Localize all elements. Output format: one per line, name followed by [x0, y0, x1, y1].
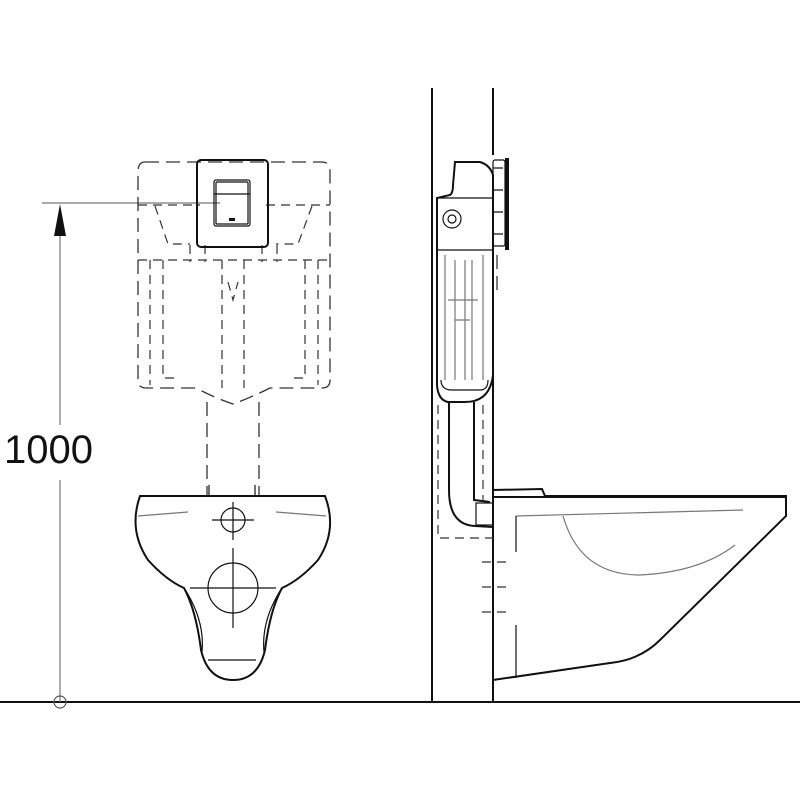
front-wc-bowl [134, 485, 332, 682]
front-concealed-cistern [137, 161, 331, 495]
dimension-label-1000: 1000 [4, 428, 93, 472]
flush-plate [196, 159, 269, 248]
arrowhead-icon [54, 204, 66, 236]
datum-circle-icon [53, 695, 67, 709]
dimension-line [42, 202, 220, 709]
flush-button-indicator-icon [229, 218, 235, 221]
side-wc-bowl [482, 487, 787, 681]
valve-icon [447, 214, 457, 224]
side-flush-pipe [437, 402, 494, 539]
side-cistern [436, 158, 509, 403]
